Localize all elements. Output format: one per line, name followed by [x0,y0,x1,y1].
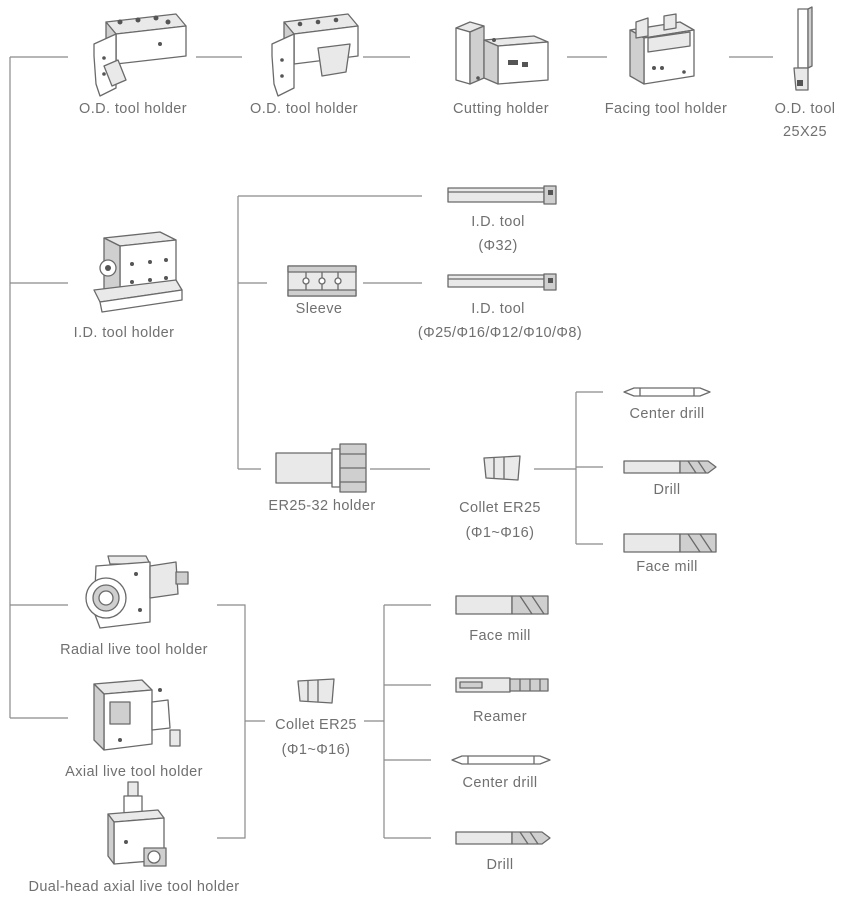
drill-1-label: Drill [653,482,681,498]
dual-head-live-tool-holder-image [107,781,167,867]
radial-live-tool-holder-label: Radial live tool holder [60,642,208,658]
id-tool-holder-image [93,231,183,313]
id-tool-small-size-label: (Φ25/Φ16/Φ12/Φ10/Φ8) [417,325,583,341]
collet-1-range-label: (Φ1~Φ16) [465,525,535,541]
od-tool-holder-2-label: O.D. tool holder [250,101,358,117]
center-drill-2-label: Center drill [462,775,538,791]
face-mill-1-label: Face mill [636,559,698,575]
er-holder-label: ER25-32 holder [268,498,376,514]
od-tool-holder-2-image [271,13,359,97]
cutting-holder-image [455,21,549,85]
axial-live-tool-holder-image [93,679,181,751]
connector-lines [9,56,773,839]
od-tool-holder-1-image [93,13,187,97]
drill-2-label: Drill [486,857,514,873]
od-tool-image [793,6,813,91]
collet-2-range-label: (Φ1~Φ16) [281,742,351,758]
id-tool-32-label: I.D. tool [471,214,525,230]
er-holder-image [275,443,367,493]
drill-1-image [623,460,717,474]
od-tool-holder-1-label: O.D. tool holder [79,101,187,117]
facing-tool-holder-label: Facing tool holder [604,101,728,117]
id-tool-32-size-label: (Φ32) [478,238,518,254]
center-drill-1-image [623,387,711,397]
reamer-image [455,677,549,693]
drill-2-image [455,831,551,845]
sleeve-label: Sleeve [295,301,343,317]
face-mill-1-image [623,533,717,553]
od-tool-size-label: 25X25 [783,124,827,140]
center-drill-1-label: Center drill [629,406,705,422]
collet-2-label: Collet ER25 [275,717,357,733]
facing-tool-holder-image [629,13,695,85]
live-bracket-line [217,604,246,839]
reamer-label: Reamer [473,709,527,725]
face-mill-2-label: Face mill [469,628,531,644]
center-drill-2-image [451,755,551,765]
face-mill-2-image [455,595,549,615]
dual-head-live-tool-holder-label: Dual-head axial live tool holder [28,879,240,895]
id-tool-small-image [447,273,557,291]
axial-live-tool-holder-label: Axial live tool holder [65,764,203,780]
id-tool-32-image [447,185,557,205]
collet-1-image [483,455,521,481]
radial-live-tool-holder-image [85,555,189,629]
cutting-holder-label: Cutting holder [453,101,549,117]
od-tool-label: O.D. tool [774,101,836,117]
collet-1-label: Collet ER25 [459,500,541,516]
collet-2-image [297,678,335,704]
id-tool-small-label: I.D. tool [471,301,525,317]
id-tool-holder-label: I.D. tool holder [73,325,175,341]
sleeve-image [287,265,357,297]
